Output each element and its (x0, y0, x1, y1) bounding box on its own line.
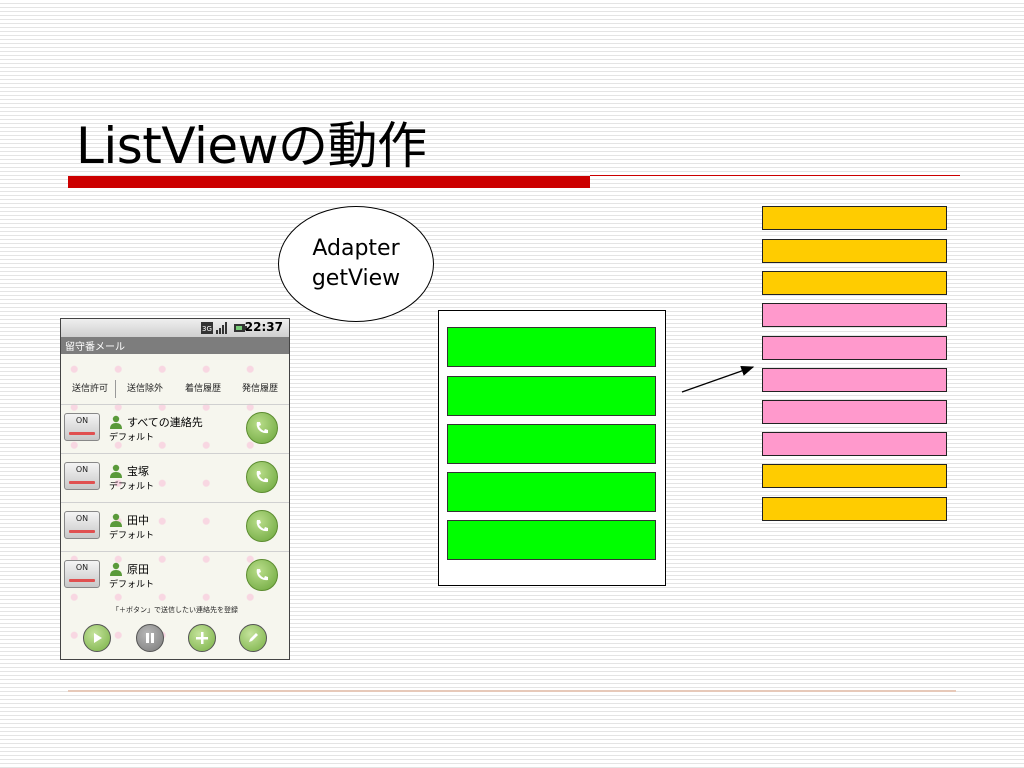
person-icon (110, 562, 122, 576)
tab-send-excluded[interactable]: 送信除外 (126, 384, 163, 394)
phone-icon (256, 520, 268, 532)
pause-icon (146, 633, 154, 643)
tab-send-allowed[interactable]: 送信許可 (65, 380, 116, 398)
3g-icon: 3G (201, 322, 213, 334)
phone-icon (256, 569, 268, 581)
pause-button[interactable] (136, 624, 164, 652)
on-toggle-button[interactable]: ON (64, 511, 100, 539)
contact-subtitle: デフォルト (109, 531, 155, 541)
data-row-yellow (762, 239, 947, 263)
bubble-line-getview: getView (311, 266, 401, 291)
battery-icon (234, 324, 247, 332)
visible-row (447, 520, 656, 560)
visible-row (447, 472, 656, 512)
call-button[interactable] (246, 559, 278, 591)
data-row-pink (762, 303, 947, 327)
phone-icon (256, 471, 268, 483)
adapter-getview-bubble: Adapter getView (278, 206, 434, 322)
contact-subtitle: デフォルト (109, 580, 155, 590)
edit-button[interactable] (239, 624, 267, 652)
on-toggle-button[interactable]: ON (64, 560, 100, 588)
add-icon (196, 632, 208, 644)
title-underline-thick (68, 176, 590, 188)
list-item[interactable]: ON 原田 デフォルト (61, 551, 289, 601)
data-row-yellow (762, 206, 947, 230)
data-row-yellow (762, 271, 947, 295)
list-item[interactable]: ON すべての連絡先 デフォルト (61, 404, 289, 454)
person-icon (110, 415, 122, 429)
add-contact-hint: 「＋ボタン」で送信したい連絡先を登録 (112, 606, 238, 614)
call-button[interactable] (246, 461, 278, 493)
phone-screenshot: 3G 22:37 留守番メール 送信許可 送信除外 着信履歴 発信履歴 ON す… (60, 318, 290, 660)
footer-divider (68, 690, 956, 692)
phone-icon (256, 422, 268, 434)
app-title-bar: 留守番メール (61, 337, 289, 354)
app-title: 留守番メール (65, 342, 125, 353)
visible-list-frame (438, 310, 666, 586)
contact-subtitle: デフォルト (109, 433, 155, 443)
signal-icon (216, 322, 227, 334)
title-underline-thin (590, 175, 960, 176)
on-toggle-button[interactable]: ON (64, 462, 100, 490)
person-icon (110, 464, 122, 478)
person-icon (110, 513, 122, 527)
data-row-pink (762, 368, 947, 392)
data-row-pink (762, 432, 947, 456)
contact-name: 原田 (127, 563, 149, 576)
status-clock: 22:37 (244, 320, 283, 334)
slide-title: ListViewの動作 (76, 117, 427, 175)
data-row-yellow (762, 464, 947, 488)
status-bar: 3G 22:37 (61, 319, 289, 337)
list-item[interactable]: ON 田中 デフォルト (61, 502, 289, 552)
data-row-yellow (762, 497, 947, 521)
play-button[interactable] (83, 624, 111, 652)
on-toggle-button[interactable]: ON (64, 413, 100, 441)
data-row-pink (762, 336, 947, 360)
contact-name: 宝塚 (127, 465, 149, 478)
call-button[interactable] (246, 510, 278, 542)
add-button[interactable] (188, 624, 216, 652)
visible-row (447, 424, 656, 464)
call-button[interactable] (246, 412, 278, 444)
visible-row (447, 376, 656, 416)
edit-icon (249, 633, 258, 642)
bubble-line-adapter: Adapter (312, 236, 400, 261)
contact-subtitle: デフォルト (109, 482, 155, 492)
tab-outgoing-history[interactable]: 発信履歴 (241, 384, 278, 394)
svg-text:3G: 3G (202, 325, 212, 333)
app-content: 送信許可 送信除外 着信履歴 発信履歴 ON すべての連絡先 デフォルト ON … (61, 354, 289, 659)
tab-bar: 送信許可 送信除外 着信履歴 発信履歴 (61, 380, 289, 398)
list-item[interactable]: ON 宝塚 デフォルト (61, 453, 289, 503)
contact-name: 田中 (127, 514, 149, 527)
data-row-pink (762, 400, 947, 424)
contact-name: すべての連絡先 (127, 416, 203, 429)
play-icon (94, 633, 102, 643)
visible-row (447, 327, 656, 367)
tab-incoming-history[interactable]: 着信履歴 (184, 384, 221, 394)
